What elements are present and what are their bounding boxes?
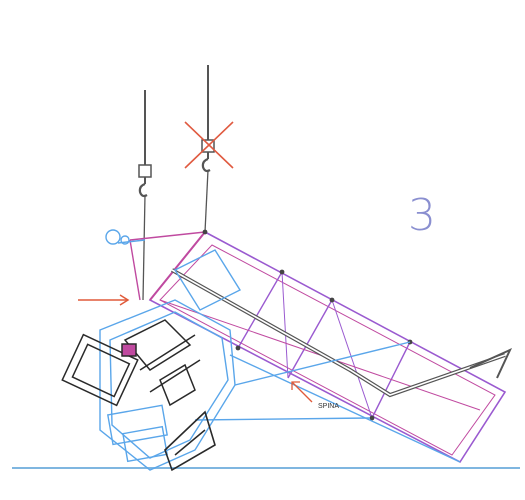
red-arrow-icon xyxy=(78,294,130,306)
blue-pulley xyxy=(105,229,121,245)
left-sling xyxy=(142,194,146,301)
machine-body xyxy=(61,319,216,472)
frame-outer xyxy=(148,230,507,464)
crossed-hook-icon xyxy=(184,121,234,169)
crane-hook-icon xyxy=(201,157,211,173)
boom-arm xyxy=(171,268,513,398)
frame-inner xyxy=(159,244,496,456)
crane-hook-icon xyxy=(138,182,148,198)
step-number: 3 xyxy=(408,190,436,241)
foot-plate xyxy=(164,410,216,472)
left-hook-assembly xyxy=(138,90,152,301)
right-sling xyxy=(204,169,209,233)
spina-label: SPINA xyxy=(318,403,339,410)
blue-machine-outline xyxy=(99,229,461,471)
left-shackle-icon xyxy=(138,164,152,178)
spina-pointer-arrow-icon xyxy=(291,381,313,403)
